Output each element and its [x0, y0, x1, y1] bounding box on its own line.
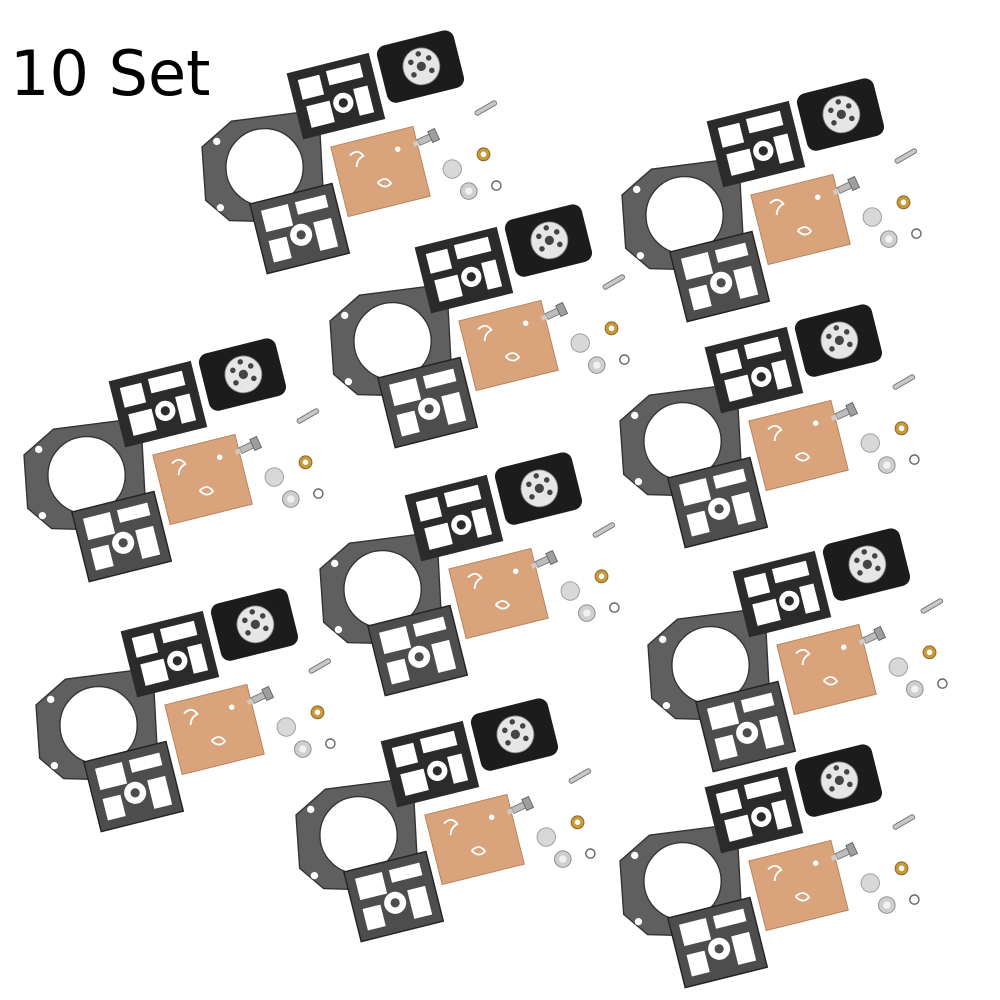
kit-set-9 [295, 695, 596, 943]
kit-set-2 [621, 75, 922, 323]
kit-set-10 [619, 741, 920, 989]
kit-set-6 [319, 449, 620, 697]
kit-set-7 [647, 525, 948, 773]
kit-set-1 [201, 27, 502, 275]
kit-set-3 [329, 201, 630, 449]
kit-set-4 [23, 335, 324, 583]
kit-set-8 [35, 585, 336, 833]
set-count-caption: 10 Set [10, 37, 211, 110]
kit-set-5 [619, 301, 920, 549]
